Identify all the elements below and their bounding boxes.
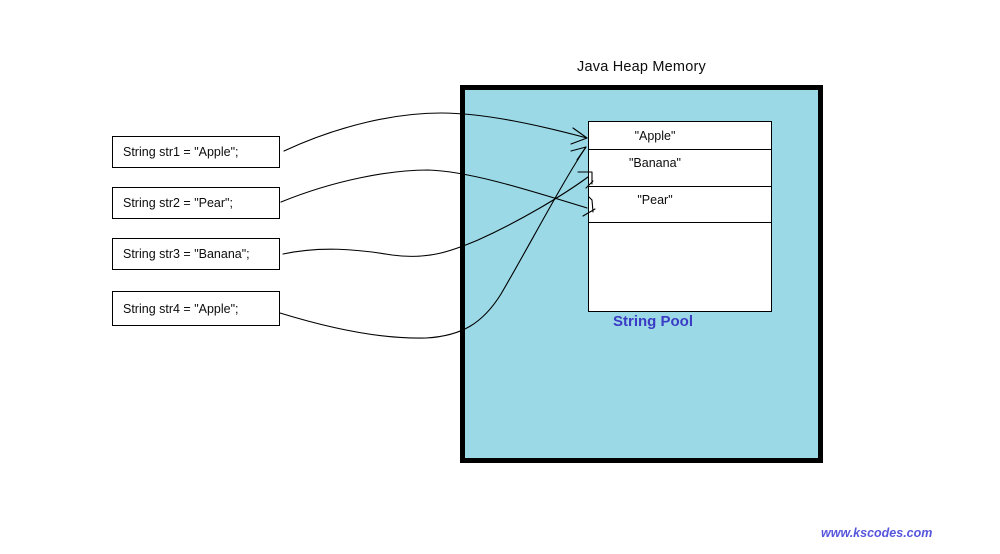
site-watermark: www.kscodes.com xyxy=(821,526,933,540)
declaration-box-str1: String str1 = "Apple"; xyxy=(112,136,280,168)
pool-cell-banana: "Banana" xyxy=(589,150,771,187)
declaration-box-str3: String str3 = "Banana"; xyxy=(112,238,280,270)
pool-cell-empty xyxy=(589,223,771,308)
heap-title: Java Heap Memory xyxy=(577,59,706,75)
string-pool-label: String Pool xyxy=(613,313,693,330)
declaration-box-str2: String str2 = "Pear"; xyxy=(112,187,280,219)
string-pool-table: "Apple" "Banana" "Pear" xyxy=(588,121,772,312)
pool-cell-apple: "Apple" xyxy=(589,122,771,150)
declaration-box-str4: String str4 = "Apple"; xyxy=(112,291,280,326)
pool-cell-pear: "Pear" xyxy=(589,187,771,223)
